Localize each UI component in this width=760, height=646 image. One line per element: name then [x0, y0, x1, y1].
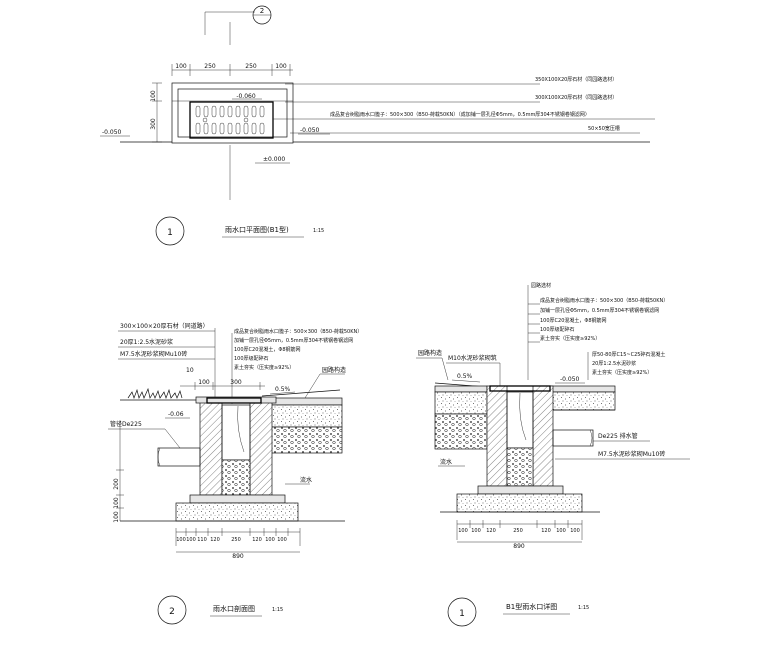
section1-flow-label: 流水 — [440, 458, 452, 466]
section2-road-label: 园路构造 — [322, 366, 346, 374]
section2-dim-top: 100 — [198, 379, 210, 386]
section2-total: 890 — [232, 553, 244, 560]
section1-pipe-label: De225 排水管 — [598, 432, 638, 440]
section2-title-number: 2 — [169, 607, 175, 617]
plan-dim-left: 100 — [150, 90, 157, 102]
section1-label-right: 厚50-80厚C15~C25碎石混凝土 — [592, 351, 665, 358]
section2-title-circle — [157, 595, 187, 625]
plan-dim-left: 300 — [150, 118, 157, 130]
section1-label-top: 成品复合树脂雨水口篦子：500×300（B50-荷载50KN） — [540, 297, 668, 304]
section1-slope: 0.5% — [457, 373, 473, 380]
plan-layer-label: 成品复合树脂雨水口篦子：500×300（B50-荷载50KN）（成加铺一层孔径Φ… — [330, 111, 590, 118]
section2-label-right: 加铺一层孔径Φ5mm，0.5mm厚304不锈钢卷钢滤网 — [234, 337, 353, 344]
section1-label-top: 100厚级配碎石 — [540, 326, 575, 333]
section2-label-right: 素土夯实（压实度≥92%） — [234, 364, 294, 371]
section2-dim-left: 100 — [113, 511, 120, 523]
section1-title-circle — [447, 597, 477, 627]
section1-dim-bottom: 100 — [556, 528, 566, 534]
section2-dim-bottom: 100 — [186, 537, 196, 543]
plan-layer-label: 350X100X20厚石材（同园路选材） — [535, 76, 617, 83]
plan-dim-top: 250 — [204, 63, 216, 70]
section2-dim-bottom: 120 — [210, 537, 220, 543]
plan-title-number: 1 — [167, 228, 173, 238]
plan-view: 2 100 250 250 100 100 300 — [100, 5, 655, 246]
section2-title: 雨水口剖面图 — [213, 604, 255, 613]
section2-flow-label: 流水 — [300, 476, 312, 484]
plan-layer-label: 50×50宽压槽 — [588, 125, 620, 132]
section2-label-right: 100厚C20混凝土，Φ8钢筋网 — [234, 346, 301, 353]
section1-total: 890 — [513, 543, 525, 550]
section1-elev: -0.050 — [560, 376, 580, 383]
section1-label-top: 100厚C20混凝土，Φ8钢筋网 — [540, 317, 607, 324]
section1-label-top: 园路选材 — [531, 282, 551, 289]
plan-ref-number: 2 — [260, 7, 264, 15]
section2-label-left: 20厚1:2.5水泥砂浆 — [120, 338, 173, 346]
section1-title: B1型雨水口详图 — [506, 602, 557, 611]
section1-road-label: 园路构造 — [418, 349, 442, 357]
section2-label-right: 100厚级配碎石 — [234, 355, 269, 362]
plan-dim-top: 250 — [245, 63, 257, 70]
plan-dim-top: 100 — [275, 63, 287, 70]
section2-pipe-label: 管径De225 — [110, 420, 142, 428]
section1-dim-bottom: 250 — [513, 528, 523, 534]
section1-dim-bottom: 100 — [570, 528, 580, 534]
section2-dim-bottom: 250 — [231, 537, 241, 543]
section1-scale: 1:15 — [578, 605, 589, 611]
section1-dim-bottom: 100 — [458, 528, 468, 534]
section1-dim-bottom: 120 — [541, 528, 551, 534]
section2-elev: -0.06 — [168, 411, 184, 418]
section1-title-number: 1 — [459, 609, 465, 619]
plan-title: 雨水口平面图(B1型) — [225, 225, 289, 234]
plan-dim-top: 100 — [175, 63, 187, 70]
section2-dim-left: 200 — [113, 478, 120, 490]
section1-mortar-label: M7.5水泥砂浆砌Mu10砖 — [598, 450, 665, 458]
section1-label-right: 素土夯实（压实度≥92%） — [592, 369, 652, 376]
section-2: 300×100×20厚石材（同道路） 20厚1:2.5水泥砂浆 M7.5水泥砂浆… — [108, 322, 362, 625]
section1-dim-bottom: 100 — [471, 528, 481, 534]
plan-elev-zero: ±0.000 — [263, 156, 285, 163]
plan-scale: 1:15 — [313, 228, 324, 234]
plan-title-circle — [155, 216, 185, 246]
section2-dim-bottom: 120 — [252, 537, 262, 543]
grate-slots — [195, 105, 265, 135]
section2-dim-bottom: 110 — [197, 537, 207, 543]
plan-elev-left: -0.050 — [102, 129, 122, 136]
section1-label-top: 素土夯实（压实度≥92%） — [540, 335, 600, 342]
section1-label-right: 20厚1:2.5水泥砂浆 — [592, 360, 636, 367]
section2-label-left: M7.5水泥砂浆砌Mu10砖 — [120, 350, 187, 358]
section2-dim-bottom: 100 — [277, 537, 287, 543]
section2-dim-left: 100 — [113, 497, 120, 509]
plan-layer-label: 300X100X20厚石材（同园路选材） — [535, 94, 617, 101]
section2-dim-bottom: 100 — [176, 537, 186, 543]
section2-slope: 0.5% — [275, 386, 291, 393]
section1-m10-label: M10水泥砂浆砌筑 — [448, 354, 497, 362]
section-1: 园路选材 成品复合树脂雨水口篦子：500×300（B50-荷载50KN） 加铺一… — [416, 282, 690, 627]
section2-top-small: 10 — [186, 367, 194, 374]
section2-label-right: 成品复合树脂雨水口篦子：500×300（B50-荷载50KN） — [234, 328, 362, 335]
section2-label-left: 300×100×20厚石材（同道路） — [120, 322, 209, 330]
section2-dim-bottom: 100 — [265, 537, 275, 543]
plan-elev-inner: -0.060 — [236, 93, 256, 100]
section1-label-top: 加铺一层孔径Φ5mm，0.5mm厚304不锈钢卷钢滤网 — [540, 307, 659, 314]
plan-elev-right: -0.050 — [300, 127, 320, 134]
section2-dim-top: 300 — [230, 379, 242, 386]
section1-dim-bottom: 120 — [486, 528, 496, 534]
section2-scale: 1:15 — [272, 607, 283, 613]
